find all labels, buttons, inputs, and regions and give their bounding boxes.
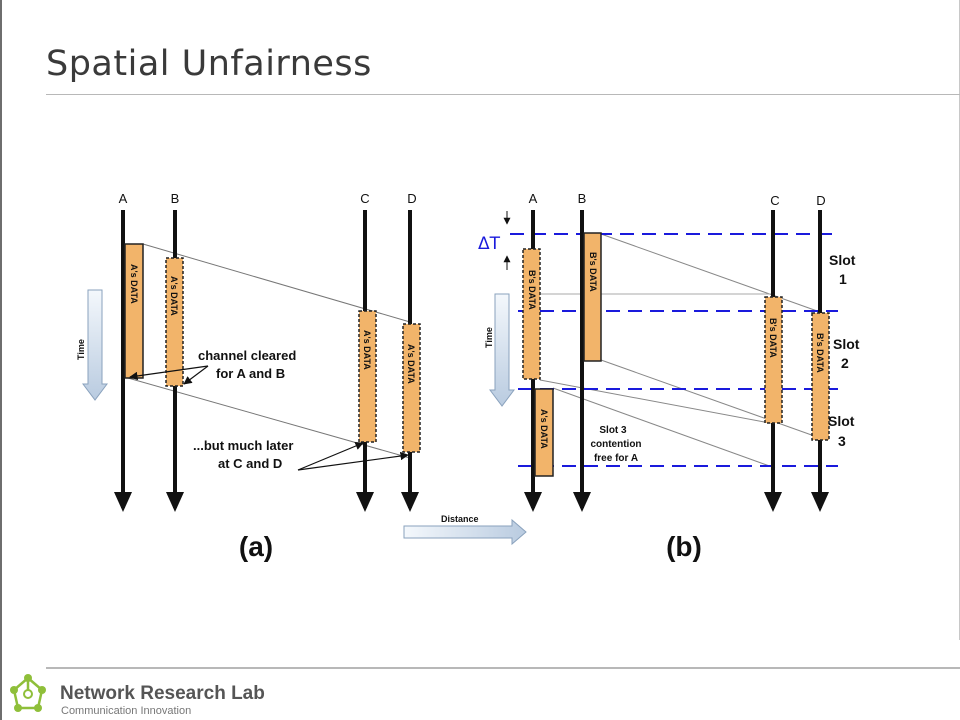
slot-2-word: Slot <box>833 336 860 352</box>
org-tagline: Communication Innovation <box>61 705 192 717</box>
axis-arrowhead-a <box>114 492 132 512</box>
diagram-a: A B C D A's DATA A's DATA A's DATA A's D… <box>76 191 421 562</box>
b-data-label-at-b: B's DATA <box>588 252 598 292</box>
distance-indicator: Distance <box>403 514 527 546</box>
callout-arrow-to-a <box>129 365 209 381</box>
a-data-label-at-d: A's DATA <box>406 344 416 384</box>
b-prop-line-1 <box>600 233 821 313</box>
axis-arrowhead-a-b <box>524 492 542 512</box>
time-arrow-icon <box>82 289 108 401</box>
a-data-label-at-a: A's DATA <box>129 264 139 304</box>
callout-much-later-line2: at C and D <box>218 456 282 471</box>
a-data-block-at-a-b <box>534 388 554 477</box>
a-data-block-at-b <box>165 257 184 387</box>
node-label-b-b: B <box>578 191 587 206</box>
b-data-label-at-a: B's DATA <box>527 270 537 310</box>
b-data-block-at-a <box>522 248 541 380</box>
axis-arrowhead-d-b <box>811 492 829 512</box>
b-data-label-at-c: B's DATA <box>768 318 778 358</box>
slot3-note-line3: free for A <box>594 453 638 464</box>
a-data-block-at-d <box>402 323 421 453</box>
a-data-block-at-c <box>358 310 377 443</box>
b-data-label-at-d: B's DATA <box>815 333 825 373</box>
time-label-a: Time <box>76 339 86 360</box>
node-label-a: A <box>119 191 128 206</box>
node-label-c: C <box>360 191 369 206</box>
slide-title: Spatial Unfairness <box>46 44 372 84</box>
axis-arrowhead-d <box>401 492 419 512</box>
callout-arrow-to-d <box>297 451 409 471</box>
time-arrow-icon-b <box>489 293 515 407</box>
slot-3-number: 3 <box>838 433 846 449</box>
axis-arrowhead-b <box>166 492 184 512</box>
network-lab-logo-icon <box>10 674 46 712</box>
callout-arrow-to-c <box>297 442 364 471</box>
callout-channel-cleared-line1: channel cleared <box>198 348 296 363</box>
slot3-note-line1: Slot 3 <box>599 425 627 436</box>
b-data-block-at-d <box>811 312 830 441</box>
callout-much-later-line1: ...but much later <box>193 438 293 453</box>
node-label-d: D <box>407 191 416 206</box>
axis-arrowhead-b-b <box>573 492 591 512</box>
slot3-note-line2: contention <box>590 439 641 450</box>
b-prop-line-4 <box>539 379 776 425</box>
node-label-c-b: C <box>770 193 779 208</box>
slot-2-number: 2 <box>841 355 849 371</box>
slot-1-word: Slot <box>829 252 856 268</box>
axis-arrowhead-c <box>356 492 374 512</box>
node-label-d-b: D <box>816 193 825 208</box>
caption-b: (b) <box>666 531 702 562</box>
b-data-block-at-c <box>764 296 783 424</box>
a-data-label-at-a-b: A's DATA <box>539 409 549 449</box>
node-label-a-b: A <box>529 191 538 206</box>
org-name: Network Research Lab <box>60 683 265 704</box>
title-divider <box>46 94 960 95</box>
slot-1-number: 1 <box>839 271 847 287</box>
b-prop-line-5 <box>552 387 776 469</box>
slide-left-border <box>0 0 2 720</box>
callout-channel-cleared-line2: for A and B <box>216 366 285 381</box>
a-data-label-at-b: A's DATA <box>169 276 179 316</box>
node-label-b: B <box>171 191 180 206</box>
callout-arrow-to-b <box>183 365 209 385</box>
b-data-block-at-b <box>583 232 602 362</box>
distance-arrow-icon <box>403 518 527 546</box>
slot-3-word: Slot <box>828 413 855 429</box>
axis-arrowhead-c-b <box>764 492 782 512</box>
footer-divider <box>46 667 960 669</box>
delta-t-label: ΔT <box>478 234 501 254</box>
distance-label: Distance <box>441 514 479 524</box>
b-prop-line-2 <box>600 359 821 439</box>
diagram-b: A B C D B's DATA B's DATA A's DATA B's D <box>478 191 860 562</box>
a-data-label-at-c: A's DATA <box>362 330 372 370</box>
caption-a: (a) <box>239 531 273 562</box>
time-label-b: Time <box>484 327 494 348</box>
